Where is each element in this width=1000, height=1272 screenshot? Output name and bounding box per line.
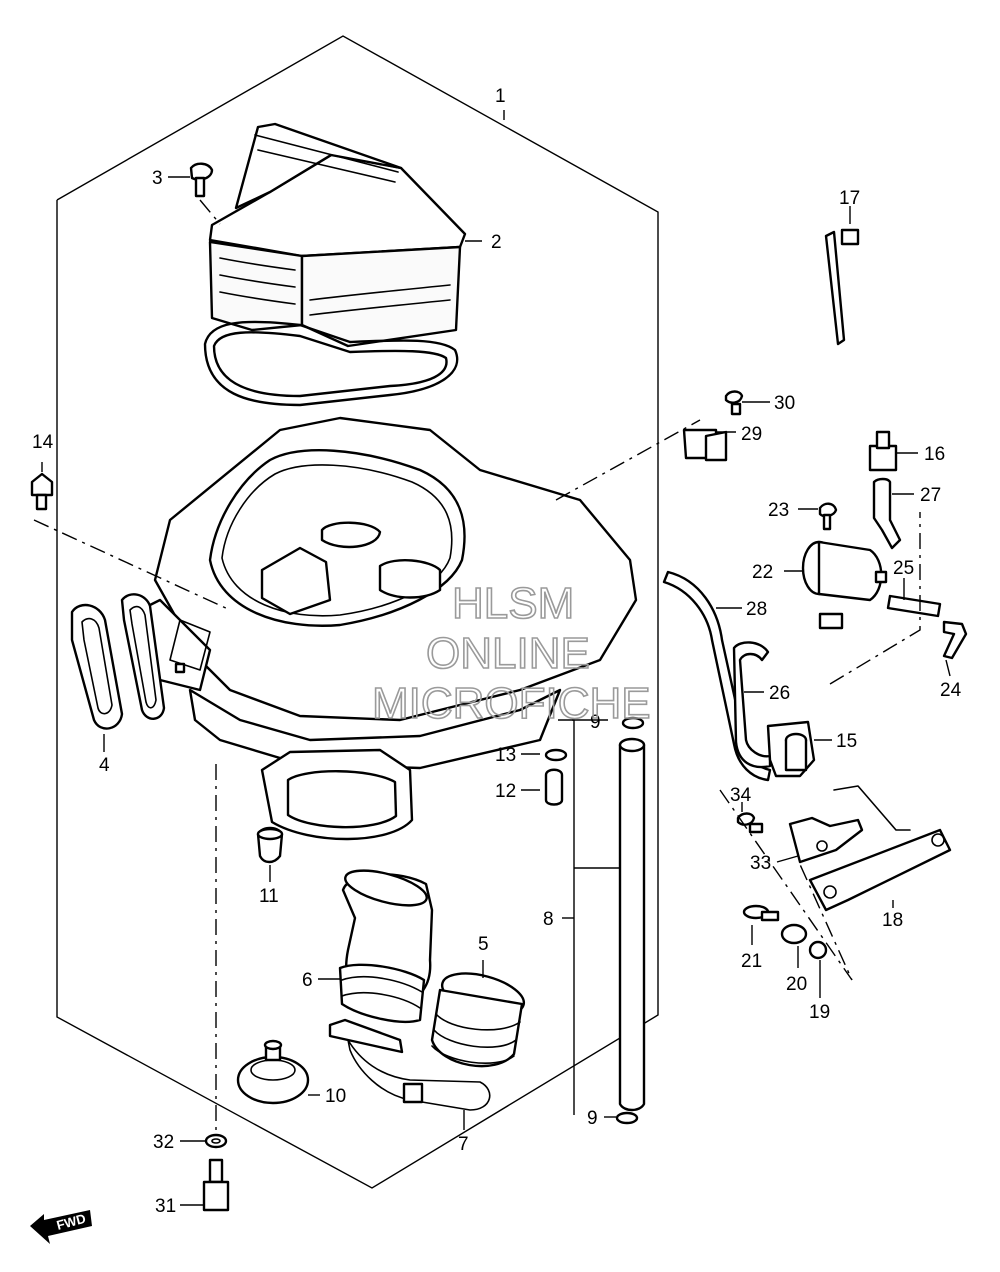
callout-23: 23 — [768, 500, 789, 521]
pair-control-solenoid — [801, 540, 888, 630]
callout-9-bottom: 9 — [587, 1108, 598, 1129]
case-bolt — [30, 472, 54, 511]
solenoid-bracket — [808, 785, 952, 912]
watermark-line-3: MICROFICHE — [372, 679, 651, 728]
callout-6: 6 — [302, 970, 313, 991]
sensor-bracket — [682, 390, 744, 462]
callout-12: 12 — [495, 781, 516, 802]
watermark-line-1: HLSM — [452, 579, 574, 628]
duct-seals — [70, 593, 166, 730]
solenoid-screw — [818, 502, 838, 531]
callout-33: 33 — [750, 853, 771, 874]
callout-19: 19 — [809, 1002, 830, 1023]
air-cleaner-cap — [203, 122, 467, 407]
assembly-outline — [56, 35, 659, 1189]
air-cleaner-case — [138, 416, 638, 841]
callout-18: 18 — [882, 910, 903, 931]
callout-10: 10 — [325, 1086, 346, 1107]
callout-21: 21 — [741, 951, 762, 972]
drain-plug — [256, 826, 284, 864]
bracket-fasteners — [742, 904, 828, 960]
callout-15: 15 — [836, 731, 857, 752]
hose-clamps — [328, 1018, 491, 1111]
callout-29: 29 — [741, 424, 762, 445]
drain-hose — [544, 716, 646, 1125]
callout-13: 13 — [495, 745, 516, 766]
watermark-line-2: ONLINE — [426, 629, 590, 678]
callout-5: 5 — [478, 934, 489, 955]
callout-31: 31 — [155, 1196, 176, 1217]
callout-27: 27 — [920, 485, 941, 506]
callout-25: 25 — [893, 558, 914, 579]
callout-34: 34 — [730, 785, 752, 806]
watermark: HLSM ONLINE MICROFICHE — [371, 578, 651, 729]
callout-11: 11 — [259, 886, 279, 907]
callout-32: 32 — [153, 1132, 174, 1153]
fwd-label: FWD — [55, 1211, 87, 1233]
callout-16: 16 — [924, 444, 945, 465]
callout-3: 3 — [152, 168, 163, 189]
callout-17: 17 — [839, 188, 860, 209]
intake-temp-sensor — [202, 1133, 230, 1212]
intake-funnel — [338, 869, 434, 1023]
pair-reed-valve — [766, 720, 816, 778]
cap-screw — [189, 162, 214, 198]
callout-7: 7 — [458, 1134, 469, 1155]
intake-boot — [430, 972, 526, 1068]
callout-14: 14 — [32, 432, 54, 453]
callout-8: 8 — [543, 909, 554, 930]
forward-direction-arrow: FWD — [30, 1210, 92, 1244]
callout-4: 4 — [99, 755, 110, 776]
callout-2: 2 — [491, 232, 502, 253]
callout-28: 28 — [746, 599, 767, 620]
callout-26: 26 — [769, 683, 790, 704]
leader-lines — [33, 110, 951, 1206]
callout-1: 1 — [495, 86, 506, 107]
callout-9-top: 9 — [590, 712, 601, 733]
mount-rubber — [824, 228, 860, 346]
rubber-grommet — [236, 1039, 310, 1105]
callout-20: 20 — [786, 974, 807, 995]
vacuum-hoses — [662, 477, 968, 782]
callout-22: 22 — [752, 562, 773, 583]
vacuum-cap — [868, 430, 898, 472]
callout-30: 30 — [774, 393, 795, 414]
callout-labels: 1 2 3 4 5 6 7 8 9 9 10 11 12 13 14 15 16… — [32, 86, 962, 1217]
callout-24: 24 — [940, 680, 962, 701]
